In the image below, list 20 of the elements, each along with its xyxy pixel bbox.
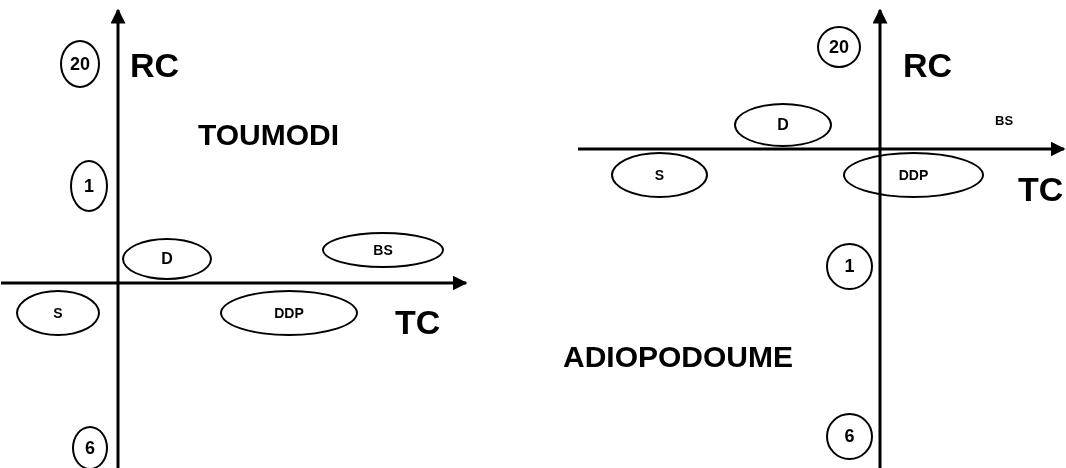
circled-number: 6 [72, 426, 108, 468]
ellipse-node: S [16, 290, 100, 336]
axis-label: RC [130, 48, 180, 82]
ellipse-node: S [611, 152, 708, 198]
ellipse-node: DDP [843, 152, 984, 198]
circled-number: 20 [817, 26, 861, 68]
site-name: TOUMODI [198, 120, 340, 150]
axis-label: RC [903, 48, 953, 82]
site-name: ADIOPODOUME [563, 342, 793, 372]
circled-number: 1 [70, 160, 108, 212]
circled-number: 6 [826, 413, 873, 460]
axis-label: TC [395, 305, 441, 339]
circled-number: 1 [826, 243, 873, 290]
point-label: BS [995, 114, 1014, 127]
ellipse-node: D [734, 103, 832, 147]
ellipse-node: BS [322, 232, 444, 268]
ellipse-node: D [122, 238, 212, 280]
circled-number: 20 [60, 40, 100, 88]
axis-label: TC [1018, 172, 1064, 206]
ellipse-node: DDP [220, 290, 358, 336]
